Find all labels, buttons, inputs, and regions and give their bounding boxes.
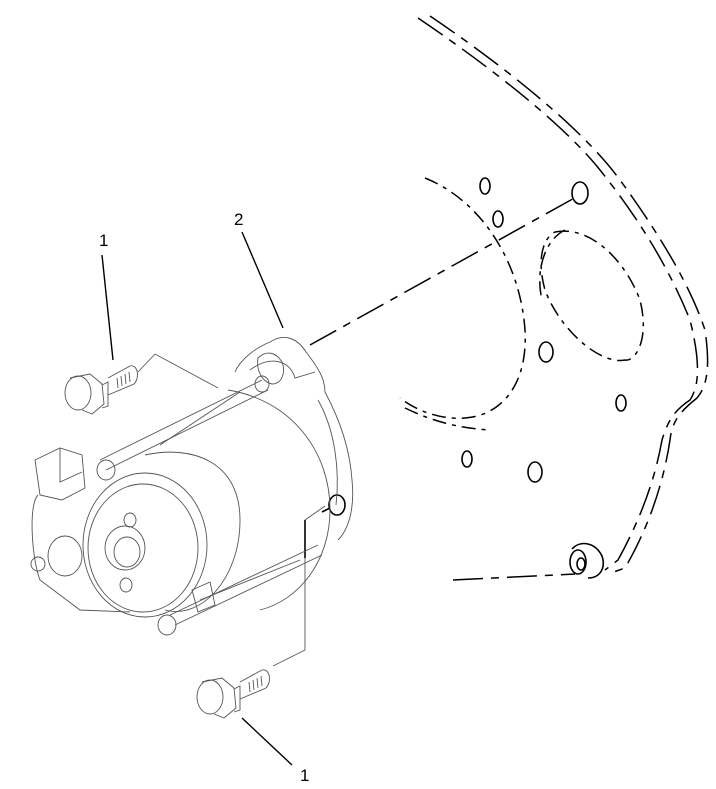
alignment-line-bolt-upper <box>137 353 219 389</box>
alignment-line-upper <box>309 195 579 346</box>
leader-line-1-bottom <box>241 717 293 766</box>
bolt-upper <box>64 365 138 415</box>
dowel-bushing <box>569 542 604 579</box>
leader-line-1-top <box>101 254 114 361</box>
hole <box>479 177 491 195</box>
hole <box>615 394 627 412</box>
callout-1-top: 1 <box>99 231 109 250</box>
leader-line-2 <box>241 231 284 329</box>
engine-plate <box>399 15 709 581</box>
starter-motor <box>30 336 354 636</box>
hole <box>492 210 504 228</box>
hole <box>527 461 543 483</box>
hole <box>571 181 589 205</box>
alignment-line-bolt-lower <box>272 505 326 667</box>
callout-1-bottom: 1 <box>300 766 310 785</box>
callout-2: 2 <box>234 210 244 229</box>
hole <box>461 450 473 468</box>
bolt-lower <box>196 669 270 719</box>
hole <box>538 341 554 363</box>
